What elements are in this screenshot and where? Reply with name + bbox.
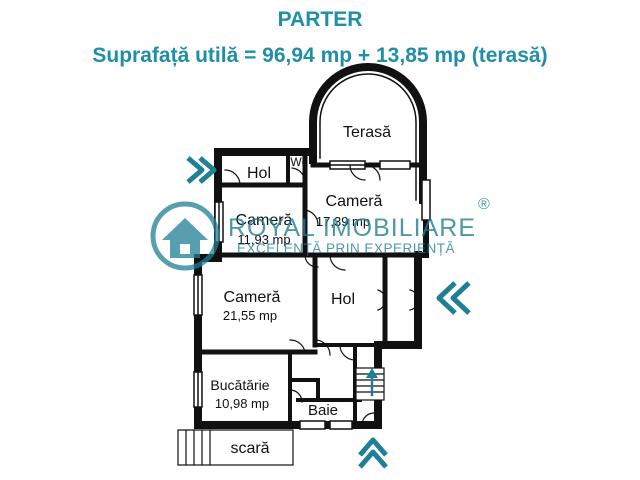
plan-subtitle: Suprafață utilă = 96,94 mp + 13,85 mp (t… (92, 44, 548, 67)
room-label-terasa: Terasă (343, 124, 391, 141)
entry-arrow-bottom-icon (358, 437, 388, 469)
room-label-camera-1: Cameră (326, 193, 383, 210)
room-area-bucatarie: 10,98 mp (215, 396, 269, 411)
room-label-camera-2: Cameră (236, 212, 293, 229)
watermark-tagline: EXCELENȚĂ PRIN EXPERIENȚĂ (237, 241, 456, 256)
entry-arrow-right-icon (436, 281, 471, 315)
exterior-stairs (177, 429, 294, 466)
terrace-wall (309, 63, 427, 204)
watermark-registered-mark: ® (478, 196, 490, 213)
room-label-wc: Wc (290, 155, 307, 169)
entry-arrow-left-icon (186, 156, 217, 184)
room-label-baie: Baie (308, 402, 338, 419)
house-logo-icon (150, 201, 220, 271)
room-label-hol-center: Hol (331, 291, 355, 308)
room-label-hol-top: Hol (247, 165, 271, 182)
room-area-camera-1: 17,39 mp (316, 214, 370, 229)
watermark-brand: ROYAL IMOBILIARE (228, 214, 477, 242)
room-label-bucatarie: Bucătărie (210, 377, 269, 393)
room-label-camera-3: Cameră (224, 289, 281, 306)
room-area-camera-3: 21,55 mp (223, 308, 277, 323)
plan-title: PARTER (277, 8, 363, 31)
room-label-scara: scară (230, 440, 269, 457)
room-area-camera-2: 11,93 mp (237, 232, 290, 247)
